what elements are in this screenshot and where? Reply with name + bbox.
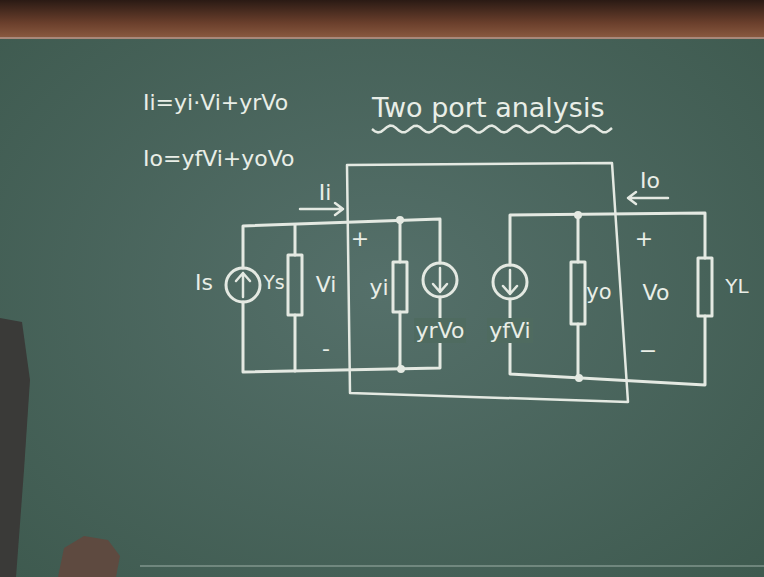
polarity-sign: − bbox=[639, 338, 657, 363]
junction-dot bbox=[575, 374, 583, 382]
wire bbox=[399, 220, 402, 369]
polarity-sign: - bbox=[322, 336, 330, 361]
person-hand bbox=[58, 536, 120, 577]
title-underline-layer bbox=[372, 126, 612, 133]
polarity-sign: + bbox=[351, 226, 369, 251]
junction-dot bbox=[397, 365, 405, 373]
current-source-symbol bbox=[493, 265, 527, 299]
voltage-label: Vo bbox=[643, 280, 670, 305]
junction-dots bbox=[396, 211, 583, 382]
source-label: yrVo bbox=[414, 318, 467, 343]
current-label: Io bbox=[640, 168, 660, 193]
current-arrow bbox=[628, 192, 668, 204]
resistor-symbol bbox=[393, 262, 407, 312]
wavy-underline bbox=[372, 126, 612, 133]
source-arrow bbox=[433, 268, 447, 292]
admittance-label: yi bbox=[369, 275, 388, 300]
resistor-symbol bbox=[698, 258, 712, 316]
current-source-symbol bbox=[226, 268, 260, 302]
junction-dot bbox=[396, 216, 404, 224]
current-label: Ii bbox=[319, 180, 332, 205]
resistor-symbol bbox=[288, 255, 302, 315]
wire bbox=[577, 215, 580, 378]
voltage-label: Vi bbox=[316, 272, 337, 297]
circuit bbox=[226, 163, 712, 402]
current-source-symbol bbox=[423, 263, 457, 297]
source-arrow bbox=[236, 273, 250, 297]
junction-dot bbox=[574, 211, 582, 219]
admittance-label: yo bbox=[586, 280, 611, 304]
wire bbox=[243, 219, 440, 268]
admittance-label: Ys bbox=[263, 272, 285, 294]
equation: Io=yfVi+yoVo bbox=[143, 146, 295, 171]
source-label: yfVi bbox=[487, 318, 532, 343]
wire bbox=[243, 297, 440, 372]
source-label: Is bbox=[195, 270, 213, 295]
wooden-frame bbox=[0, 0, 764, 38]
two-port-box bbox=[347, 163, 628, 402]
polarity-sign: + bbox=[635, 226, 653, 251]
equation: Ii=yi·Vi+yrVo bbox=[143, 90, 288, 115]
frame-edge bbox=[0, 37, 764, 39]
resistor-symbol bbox=[571, 262, 585, 324]
wire bbox=[510, 213, 705, 265]
wire bbox=[294, 225, 297, 371]
wire bbox=[510, 299, 705, 385]
board-chalk-edge bbox=[140, 565, 764, 567]
title: Two port analysis bbox=[372, 92, 604, 123]
admittance-label: YL bbox=[725, 275, 748, 298]
person-arm bbox=[0, 318, 30, 577]
source-arrow bbox=[503, 270, 517, 294]
